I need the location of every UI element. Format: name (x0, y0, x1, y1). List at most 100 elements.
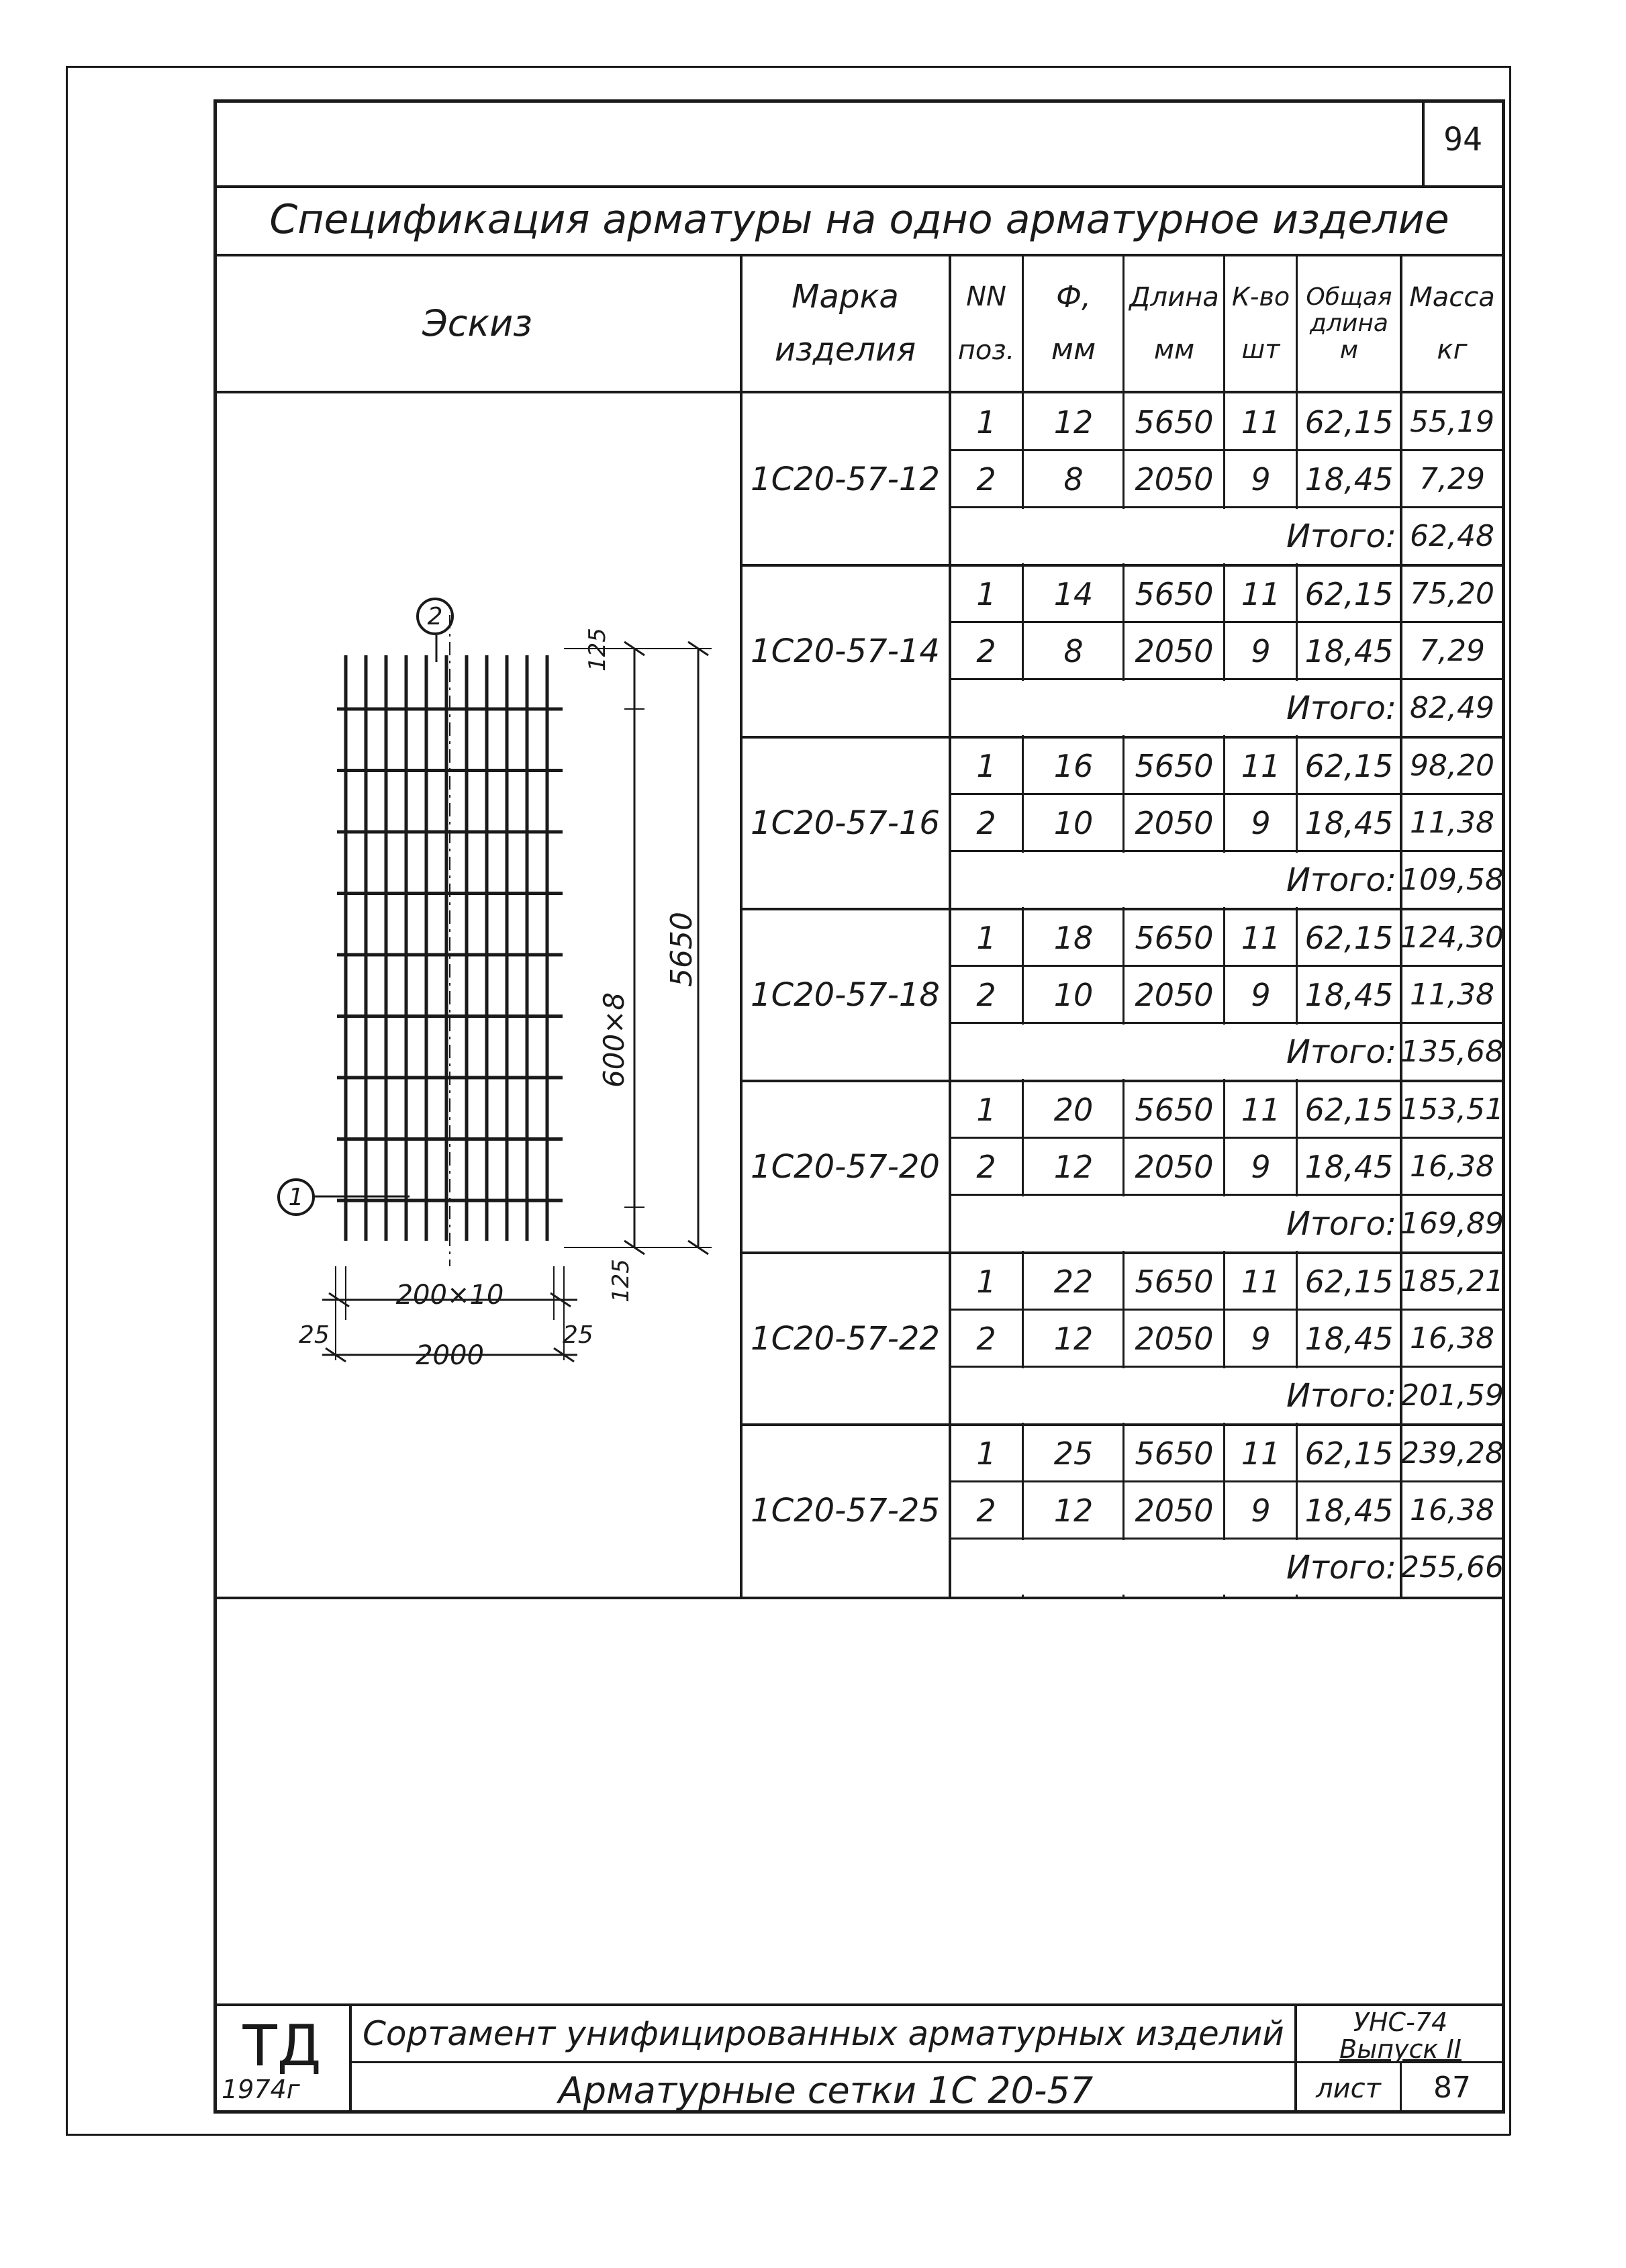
table-cell: 62,15 (1304, 1263, 1394, 1300)
total-label: Итого: (1286, 861, 1396, 899)
total-label: Итого: (1286, 1033, 1396, 1071)
dim-width-spacing: 200×10 (395, 1280, 504, 1311)
total-row-bg (952, 1196, 1399, 1251)
table-cell: 12 (1053, 404, 1094, 440)
dim-edge-right: 25 (563, 1321, 593, 1349)
product-mark: 1С20-57-25 (751, 1492, 940, 1529)
product-mark: 1С20-57-14 (751, 632, 940, 670)
total-value: 82,49 (1410, 691, 1494, 725)
header-mass-line1: Масса (1409, 282, 1495, 313)
table-cell: 9 (1251, 1148, 1271, 1185)
table-cell: 2050 (1135, 804, 1214, 841)
table-cell: 2050 (1135, 461, 1214, 498)
table-cell: 55,19 (1410, 405, 1494, 439)
dim-tick (328, 1292, 350, 1308)
table-cell: 5650 (1135, 919, 1214, 956)
table-cell: 9 (1251, 804, 1271, 841)
table-cell: 1 (976, 747, 996, 784)
table-cell: 18,45 (1304, 1148, 1394, 1185)
table-cell: 5650 (1135, 404, 1214, 440)
table-cell: 18,45 (1304, 1320, 1394, 1357)
table-cell: 5650 (1135, 1263, 1214, 1300)
table-cell: 2 (976, 1148, 996, 1185)
table-cell: 18,45 (1304, 1492, 1394, 1529)
table-cell: 11 (1241, 575, 1281, 612)
dim-tick (624, 641, 645, 657)
header-length-line2: мм (1153, 334, 1195, 365)
header-mark-line2: изделия (774, 331, 916, 369)
table-cell: 98,20 (1410, 749, 1494, 783)
header-sketch: Эскиз (422, 302, 532, 345)
table-cell: 11 (1241, 404, 1281, 440)
table-cell: 1 (976, 1263, 996, 1300)
total-value: 255,66 (1400, 1550, 1504, 1585)
table-cell: 75,20 (1410, 577, 1494, 611)
table-cell: 11 (1241, 747, 1281, 784)
table-cell: 2 (976, 461, 996, 498)
sheet-title: Арматурные сетки 1С 20-57 (558, 2069, 1094, 2112)
table-cell: 9 (1251, 1320, 1271, 1357)
table-cell: 20 (1053, 1091, 1094, 1128)
table-cell: 2 (976, 976, 996, 1013)
total-label: Итого: (1286, 1204, 1396, 1243)
table-cell: 185,21 (1400, 1264, 1504, 1298)
dim-length: 5650 (665, 912, 699, 987)
total-row-bg (952, 509, 1399, 563)
header-qty: К-во шт (1225, 263, 1297, 384)
header-pos-line1: NN (966, 281, 1006, 312)
table-cell: 7,29 (1419, 634, 1485, 668)
table-cell: 16,38 (1410, 1321, 1494, 1356)
sheet-value: 87 (1433, 2071, 1471, 2105)
table-cell: 5650 (1135, 1091, 1214, 1128)
table-cell: 62,15 (1304, 747, 1394, 784)
header-length-line1: Длина (1129, 282, 1219, 313)
table-cell: 16 (1053, 747, 1094, 784)
pos1-label: 1 (288, 1183, 304, 1211)
header-mark-line1: Марка (792, 278, 899, 316)
table-cell: 8 (1063, 632, 1084, 669)
total-value: 109,58 (1400, 863, 1504, 897)
header-mass-line2: кг (1437, 334, 1468, 365)
table-cell: 2050 (1135, 1148, 1214, 1185)
header-mark: Марка изделия (741, 263, 949, 384)
table-cell: 1 (976, 919, 996, 956)
table-cell: 8 (1063, 461, 1084, 498)
dim-tick (687, 1239, 709, 1256)
table-cell: 9 (1251, 461, 1271, 498)
table-cell: 12 (1053, 1492, 1094, 1529)
header-pos-line2: поз. (957, 335, 1015, 366)
table-cell: 14 (1053, 575, 1094, 612)
table-cell: 2 (976, 1492, 996, 1529)
total-label: Итого: (1286, 1548, 1396, 1587)
table-cell: 62,15 (1304, 919, 1394, 956)
table-cell: 16,38 (1410, 1493, 1494, 1527)
table-cell: 5650 (1135, 575, 1214, 612)
header-qty-line1: К-во (1231, 282, 1290, 312)
table-cell: 18,45 (1304, 632, 1394, 669)
table-cell: 124,30 (1400, 920, 1504, 955)
total-value: 62,48 (1410, 519, 1494, 553)
dim-tick (325, 1347, 346, 1363)
table-cell: 1 (976, 404, 996, 440)
series-title: Сортамент унифицированных арматурных изд… (363, 2014, 1284, 2053)
table-cell: 62,15 (1304, 404, 1394, 440)
header-total-length: Общая длина м (1297, 263, 1401, 384)
dim-width: 2000 (416, 1340, 484, 1371)
product-mark: 1С20-57-22 (751, 1320, 940, 1358)
table-cell: 11 (1241, 1263, 1281, 1300)
table-cell: 2 (976, 804, 996, 841)
table-cell: 62,15 (1304, 1435, 1394, 1472)
table-cell: 10 (1053, 804, 1094, 841)
product-mark: 1С20-57-18 (751, 976, 940, 1014)
table-cell: 7,29 (1419, 462, 1485, 496)
table-cell: 9 (1251, 976, 1271, 1013)
header-diam-line2: мм (1051, 332, 1096, 367)
product-mark: 1С20-57-20 (751, 1148, 940, 1186)
dim-tick (687, 641, 709, 657)
sheet-number: 94 (1443, 121, 1482, 158)
pos2-marker: 2 (416, 598, 454, 635)
issue: Выпуск II (1339, 2034, 1462, 2064)
total-label: Итого: (1286, 689, 1396, 727)
table-title: Спецификация арматуры на одно арматурное… (269, 196, 1449, 243)
total-row-bg (952, 1025, 1399, 1079)
